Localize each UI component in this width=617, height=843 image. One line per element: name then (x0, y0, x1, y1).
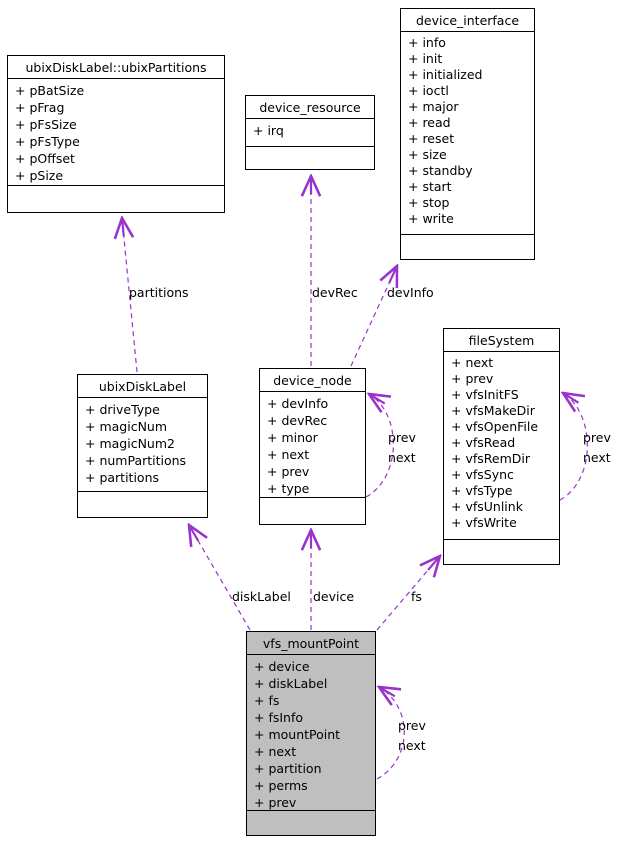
class-attributes: + pBatSize + pFrag + pFsSize + pFsType +… (8, 79, 224, 186)
class-title: vfs_mountPoint (247, 632, 375, 655)
edge-label-prev: prev (388, 430, 416, 445)
class-attribute: + pOffset (15, 151, 75, 166)
class-attribute: + prev (267, 464, 310, 479)
class-attribute: + vfsType (451, 483, 513, 498)
edge-label-devrec: devRec (312, 285, 358, 300)
edge-label-device: device (313, 589, 355, 604)
class-attribute: + vfsOpenFile (451, 419, 539, 434)
class-attribute: + pFsType (15, 134, 80, 149)
class-attribute: + stop (408, 195, 450, 210)
class-attribute: + diskLabel (254, 676, 328, 691)
class-methods-compartment-empty (401, 235, 534, 259)
class-attribute: + vfsSync (451, 467, 514, 482)
edge-disklabel (189, 525, 251, 631)
class-title: ubixDiskLabel (78, 375, 207, 398)
class-box-device-resource[interactable]: device_resource + irq (245, 95, 375, 170)
class-attribute: + vfsWrite (451, 515, 517, 530)
edge-label-prev: prev (583, 430, 611, 445)
edge-label-next: next (583, 450, 611, 465)
class-attribute: + read (408, 115, 451, 130)
class-methods-compartment-empty (444, 540, 559, 564)
class-box-ubixdisklabel-ubixpartitions[interactable]: ubixDiskLabel::ubixPartitions + pBatSize… (7, 55, 225, 213)
class-attribute: + minor (267, 430, 318, 445)
class-attribute: + device (254, 659, 310, 674)
class-title: device_interface (401, 9, 534, 32)
class-box-device-interface[interactable]: device_interface + info + init + initial… (400, 8, 535, 260)
class-title: fileSystem (444, 329, 559, 352)
class-attribute: + next (254, 744, 297, 759)
edge-label-device-node-loop: prev next (388, 428, 416, 468)
class-attribute: + major (408, 99, 459, 114)
class-title: device_resource (246, 96, 374, 119)
edge-label-fs: fs (411, 589, 422, 604)
class-attribute: + next (451, 355, 494, 370)
class-attributes: + info + init + initialized + ioctl + ma… (401, 32, 534, 235)
class-box-device-node[interactable]: device_node + devInfo + devRec + minor +… (259, 368, 366, 525)
class-attribute: + info (408, 35, 446, 50)
class-attribute: + initialized (408, 67, 483, 82)
edge-label-vfs-mountpoint-loop: prev next (398, 716, 426, 756)
class-attributes: + device + diskLabel + fs + fsInfo + mou… (247, 655, 375, 811)
class-box-vfs-mountpoint[interactable]: vfs_mountPoint + device + diskLabel + fs… (246, 631, 376, 836)
class-title: ubixDiskLabel::ubixPartitions (8, 56, 224, 79)
class-attributes: + irq (246, 119, 374, 147)
class-methods-compartment-empty (247, 811, 375, 835)
class-attribute: + vfsRead (451, 435, 516, 450)
class-attribute: + pFrag (15, 100, 65, 115)
edge-label-next: next (398, 738, 426, 753)
edge-label-filesystem-loop: prev next (583, 428, 611, 468)
class-attribute: + start (408, 179, 452, 194)
class-attribute: + type (267, 481, 310, 496)
class-title: device_node (260, 369, 365, 392)
class-methods-compartment-empty (78, 492, 207, 517)
class-attribute: + pBatSize (15, 83, 85, 98)
class-attribute: + vfsRemDir (451, 451, 530, 466)
class-attribute: + magicNum (85, 419, 168, 434)
class-attribute: + partitions (85, 470, 160, 485)
class-attribute: + devInfo (267, 396, 329, 411)
class-attribute: + vfsUnlink (451, 499, 523, 514)
class-attribute: + pFsSize (15, 117, 77, 132)
class-methods-compartment-empty (260, 498, 365, 524)
edge-label-devinfo: devInfo (387, 285, 434, 300)
class-attributes: + driveType + magicNum + magicNum2 + num… (78, 398, 207, 492)
edge-label-next: next (388, 450, 416, 465)
class-attribute: + init (408, 51, 443, 66)
class-attributes: + devInfo + devRec + minor + next + prev… (260, 392, 365, 498)
edge-devinfo (350, 266, 397, 367)
class-attribute: + fs (254, 693, 280, 708)
edge-label-partitions: partitions (129, 285, 189, 300)
class-attribute: + vfsMakeDir (451, 403, 535, 418)
class-attribute: + prev (254, 795, 297, 810)
class-attribute: + devRec (267, 413, 328, 428)
class-attribute: + driveType (85, 402, 160, 417)
class-box-ubixdisklabel[interactable]: ubixDiskLabel + driveType + magicNum + m… (77, 374, 208, 518)
class-attribute: + write (408, 211, 454, 226)
class-attribute: + pSize (15, 168, 64, 183)
class-attributes: + next + prev + vfsInitFS + vfsMakeDir +… (444, 352, 559, 540)
class-attribute: + partition (254, 761, 322, 776)
class-attribute: + reset (408, 131, 455, 146)
class-attribute: + numPartitions (85, 453, 187, 468)
class-attribute: + next (267, 447, 310, 462)
class-box-filesystem[interactable]: fileSystem + next + prev + vfsInitFS + v… (443, 328, 560, 565)
class-attribute: + prev (451, 371, 494, 386)
class-attribute: + ioctl (408, 83, 449, 98)
edge-fs (376, 556, 440, 631)
class-methods-compartment-empty (246, 147, 374, 169)
class-attribute: + vfsInitFS (451, 387, 519, 402)
class-attribute: + perms (254, 778, 308, 793)
edge-label-disklabel: diskLabel (232, 589, 291, 604)
class-attribute: + magicNum2 (85, 436, 175, 451)
class-attribute: + irq (253, 123, 284, 138)
class-methods-compartment-empty (8, 186, 224, 212)
class-attribute: + size (408, 147, 447, 162)
class-attribute: + fsInfo (254, 710, 304, 725)
class-attribute: + mountPoint (254, 727, 341, 742)
class-attribute: + standby (408, 163, 473, 178)
edge-label-prev: prev (398, 718, 426, 733)
